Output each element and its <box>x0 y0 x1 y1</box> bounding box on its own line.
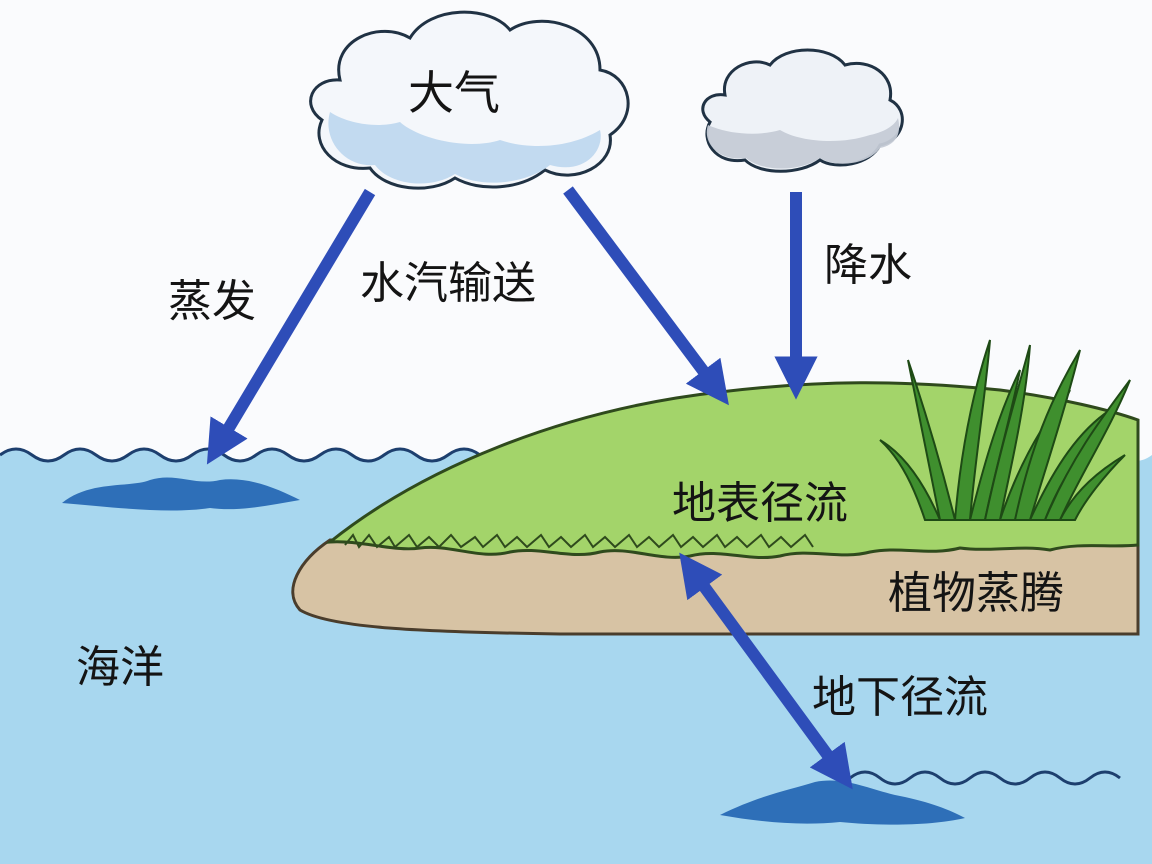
evaporation-arrow <box>206 188 376 465</box>
transpiration-label: 植物蒸腾 <box>888 568 1064 619</box>
grass-soil-edge <box>344 533 814 549</box>
atmosphere-label: 大气 <box>408 66 500 120</box>
water-patch-left <box>62 477 300 511</box>
rain-cloud-icon <box>701 48 904 173</box>
water-patch-right <box>720 780 965 825</box>
atmosphere-cloud-icon <box>309 10 630 190</box>
lower-ocean-wave <box>849 770 1121 786</box>
surface-runoff-label: 地表径流 <box>672 478 848 529</box>
ocean-label: 海洋 <box>76 642 164 693</box>
grass-icon <box>879 339 1131 521</box>
evaporation-label: 蒸发 <box>168 276 256 327</box>
precipitation-label: 降水 <box>824 240 912 291</box>
underground-runoff-label: 地下径流 <box>812 672 988 723</box>
vapor-transport-arrow <box>563 186 729 406</box>
vapor-transport-label: 水汽输送 <box>360 258 536 309</box>
underground-runoff-arrow <box>679 552 853 790</box>
